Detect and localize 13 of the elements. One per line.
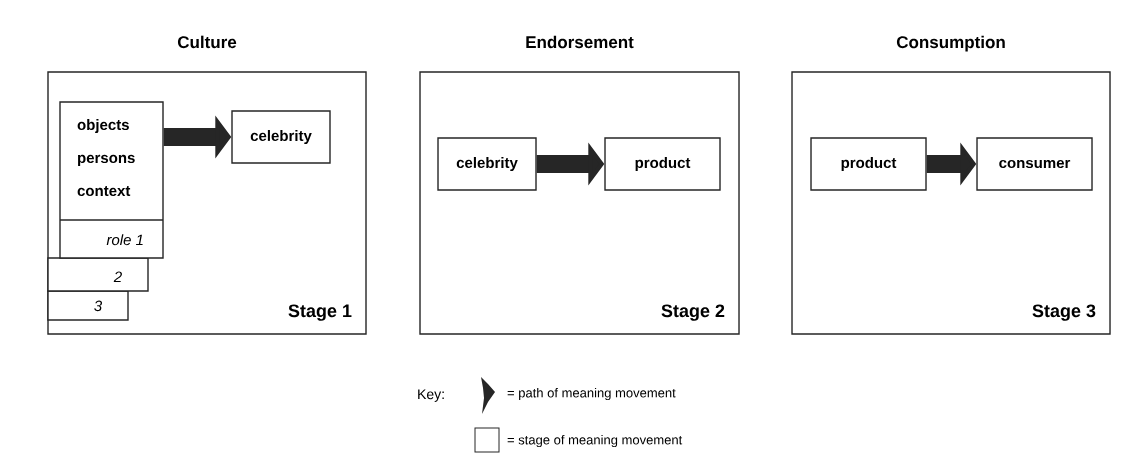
node-label: Endorsement <box>526 35 634 49</box>
legend-text: = path of meaning movement <box>507 387 676 401</box>
concept-box: consumer <box>976 137 1093 191</box>
role-card: 3 <box>47 290 129 321</box>
concept-box: celebrity <box>437 137 537 191</box>
node-label: Consumption <box>896 35 1005 52</box>
concept-box: product <box>604 137 721 191</box>
key-label: Key: <box>418 389 444 402</box>
role-card: 2 <box>47 257 149 292</box>
concept-box: celebrity <box>231 110 331 164</box>
legend-text: = stage of meaning movement <box>507 434 683 448</box>
node-label: Culture <box>177 35 237 49</box>
concept-box: product <box>810 137 927 191</box>
